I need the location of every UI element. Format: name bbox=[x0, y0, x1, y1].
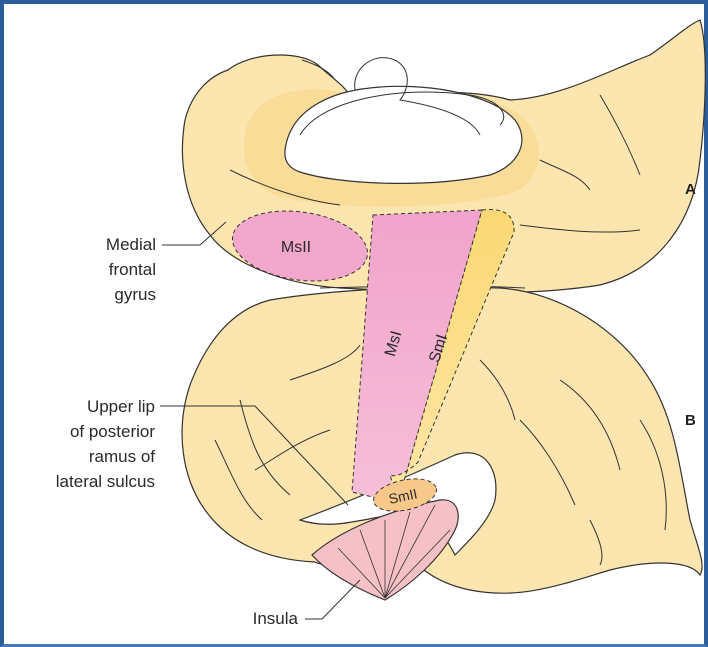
leader-insula-2 bbox=[322, 580, 360, 619]
medial-frontal-gyrus-line-2: frontal bbox=[60, 257, 156, 282]
insula-label: Insula bbox=[230, 606, 298, 631]
section-label-b: B bbox=[685, 412, 696, 429]
upper-lip-line-1: Upper lip bbox=[10, 394, 155, 419]
upper-lip-line-4: lateral sulcus bbox=[10, 469, 155, 494]
medial-frontal-gyrus-line-3: gyrus bbox=[60, 282, 156, 307]
medial-frontal-gyrus-line-1: Medial bbox=[60, 232, 156, 257]
upper-lip-label: Upper lip of posterior ramus of lateral … bbox=[10, 394, 155, 494]
upper-lip-line-3: ramus of bbox=[10, 444, 155, 469]
insula-label-text: Insula bbox=[230, 606, 298, 631]
section-label-a: A bbox=[685, 181, 696, 198]
medial-frontal-gyrus-label: Medial frontal gyrus bbox=[60, 232, 156, 307]
upper-lip-line-2: of posterior bbox=[10, 419, 155, 444]
msii-label: MsII bbox=[281, 239, 311, 256]
